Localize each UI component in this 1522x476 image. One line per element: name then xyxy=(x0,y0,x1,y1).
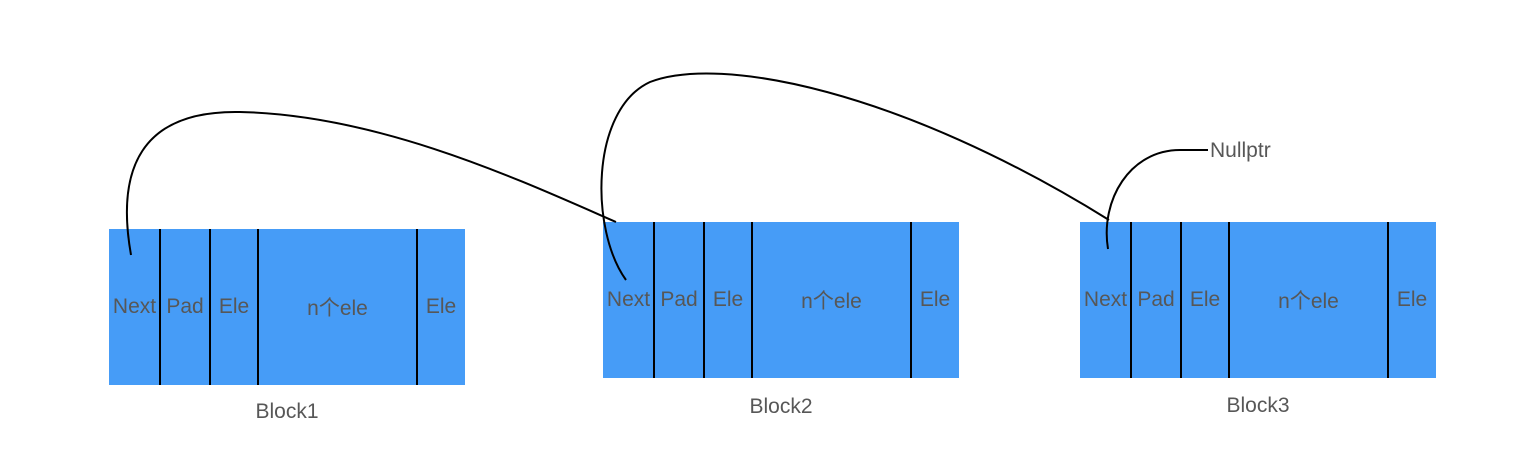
cell-next: Next xyxy=(112,295,157,318)
cell-ele: Ele xyxy=(1189,288,1221,311)
cell-divider xyxy=(257,229,259,385)
cell-divider xyxy=(653,222,655,378)
cell-divider xyxy=(703,222,705,378)
cell-next: Next xyxy=(1083,288,1128,311)
cell-ele-last: Ele xyxy=(425,295,457,318)
block-2: Next Pad Ele n个ele Ele xyxy=(603,222,959,378)
block-2-label: Block2 xyxy=(749,395,813,418)
block-1: Next Pad Ele n个ele Ele xyxy=(109,229,465,385)
cell-n-ele: n个ele xyxy=(801,290,862,313)
cell-divider xyxy=(1228,222,1230,378)
cell-ele-last: Ele xyxy=(1396,288,1428,311)
cell-n-ele: n个ele xyxy=(307,297,368,320)
cell-divider xyxy=(1180,222,1182,378)
cell-divider xyxy=(1130,222,1132,378)
cell-divider xyxy=(1387,222,1389,378)
cell-next: Next xyxy=(606,288,651,311)
cell-divider xyxy=(751,222,753,378)
block-1-label: Block1 xyxy=(255,400,319,423)
cell-pad: Pad xyxy=(1137,288,1175,311)
cell-n-ele: n个ele xyxy=(1278,290,1339,313)
nullptr-label: Nullptr xyxy=(1210,139,1271,162)
cell-divider xyxy=(416,229,418,385)
cell-ele: Ele xyxy=(712,288,744,311)
cell-ele-last: Ele xyxy=(919,288,951,311)
cell-divider xyxy=(910,222,912,378)
block-3-label: Block3 xyxy=(1226,394,1290,417)
cell-divider xyxy=(159,229,161,385)
block-3: Next Pad Ele n个ele Ele xyxy=(1080,222,1436,378)
cell-pad: Pad xyxy=(660,288,698,311)
cell-ele: Ele xyxy=(218,295,250,318)
cell-pad: Pad xyxy=(166,295,204,318)
cell-divider xyxy=(209,229,211,385)
